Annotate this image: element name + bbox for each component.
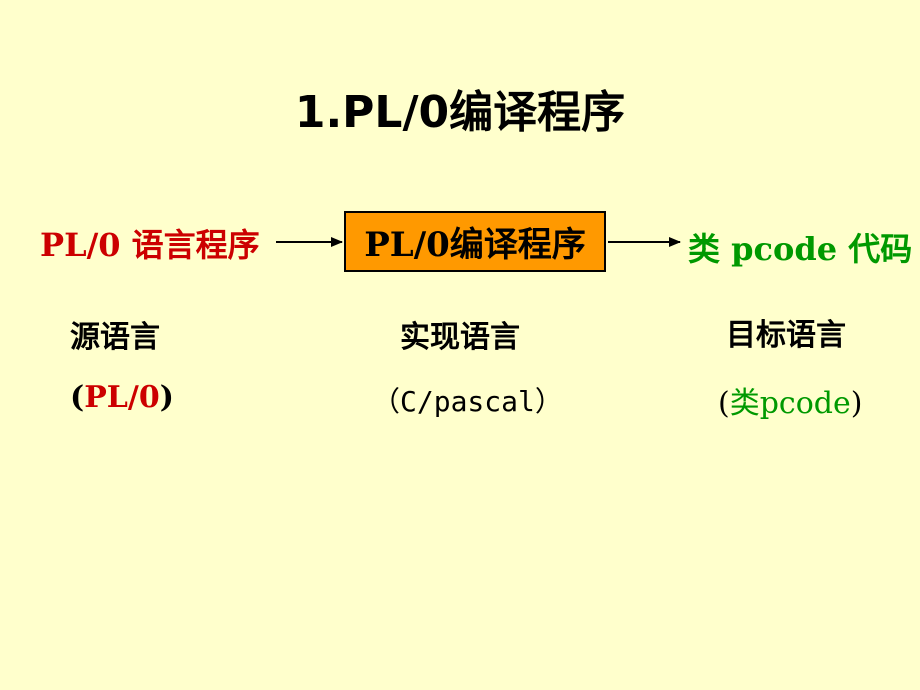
target-language-value: (类pcode): [718, 378, 862, 422]
implementation-language-value: （C/pascal）: [372, 385, 563, 418]
source-language-name: PL/0: [84, 380, 160, 415]
source-program-label: PL/0 语言程序: [40, 226, 260, 264]
compiler-box: PL/0编译程序: [344, 211, 606, 272]
paren-open: (: [70, 380, 85, 415]
target-language-name: 类pcode: [729, 386, 851, 421]
paren-open: (: [718, 386, 730, 421]
slide-title: 1.PL/0编译程序: [294, 87, 626, 138]
paren-close: ): [159, 380, 174, 415]
implementation-language-caption: 实现语言: [400, 320, 520, 355]
target-language-caption: 目标语言: [726, 318, 846, 353]
target-code-label: 类 pcode 代码: [688, 230, 913, 268]
paren-close: ): [850, 386, 863, 421]
compiler-label: PL/0编译程序: [364, 225, 586, 265]
source-language-caption: 源语言: [70, 320, 160, 355]
source-language-value: (PL/0): [70, 380, 174, 415]
